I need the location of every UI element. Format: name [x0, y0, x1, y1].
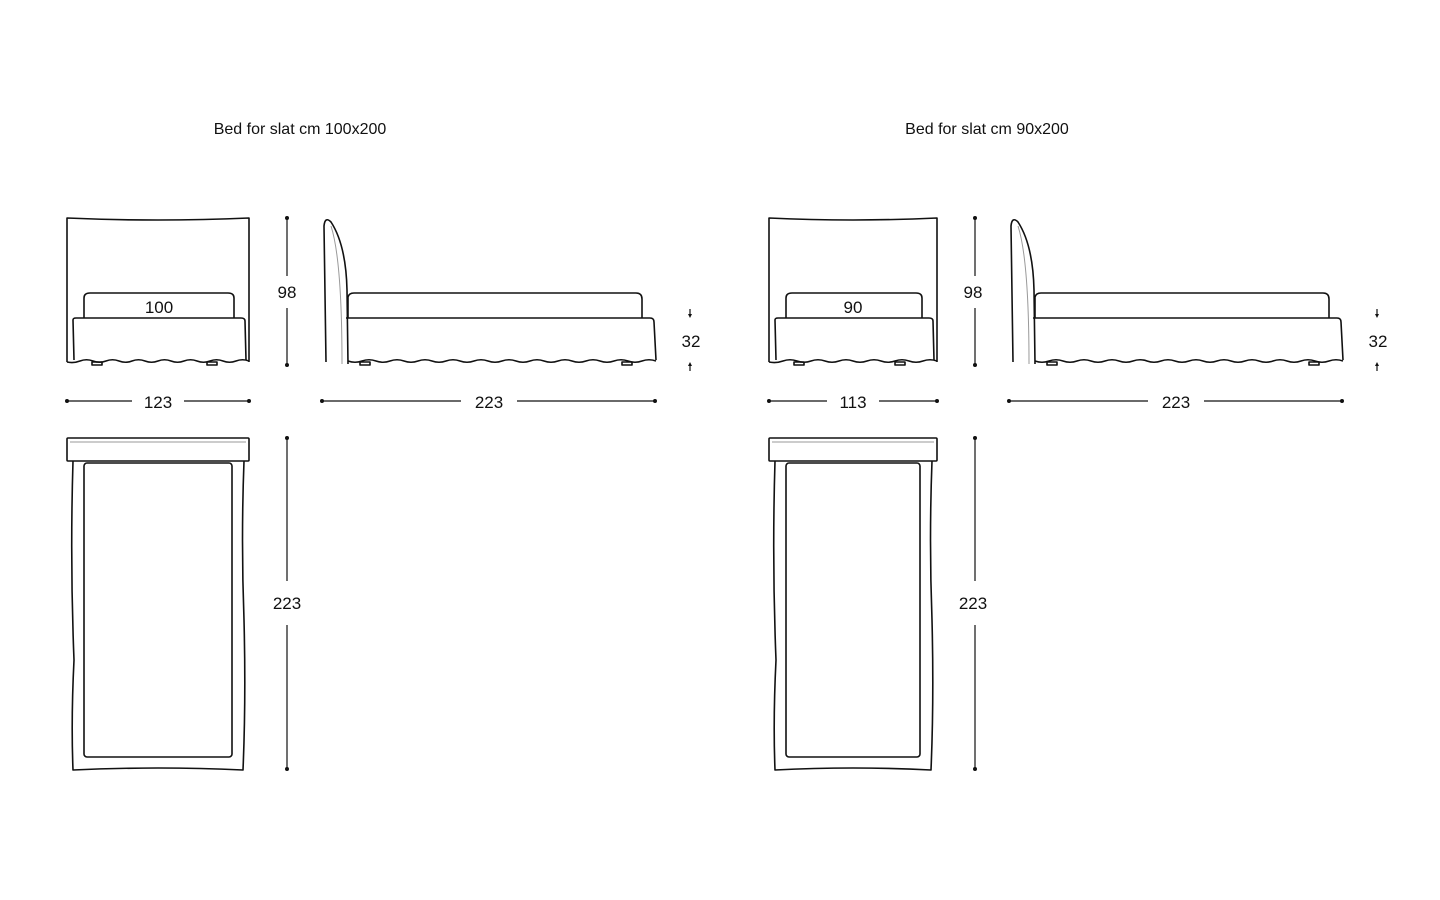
side-skirt-hem — [347, 358, 657, 364]
dimension-endpoint — [767, 399, 771, 403]
dimension-endpoint — [65, 399, 69, 403]
top-length-dimension: 223 — [959, 594, 987, 613]
side-skirt-hem — [1034, 358, 1344, 364]
height-dimension: 98 — [278, 283, 297, 302]
front-foot — [793, 361, 805, 366]
dimension-endpoint — [247, 399, 251, 403]
width-dimension: 113 — [839, 393, 866, 412]
base-height-dimension: 32 — [1369, 332, 1388, 351]
dimension-endpoint — [320, 399, 324, 403]
drawing-set-100x200: Bed for slat cm 100x200 100 123 98 223 3… — [144, 121, 701, 613]
dimension-endpoint — [285, 436, 289, 440]
top-mattress — [83, 462, 233, 758]
side-base — [346, 317, 657, 361]
side-headboard-seam — [1017, 225, 1030, 365]
front-mattress — [83, 292, 235, 318]
dimension-endpoint — [973, 436, 977, 440]
arrow-down-icon — [688, 314, 692, 318]
height-dimension: 98 — [964, 283, 983, 302]
drawing-title: Bed for slat cm 100x200 — [214, 121, 387, 138]
front-slat-label: 100 — [145, 298, 173, 317]
side-mattress — [347, 292, 643, 318]
front-foot — [91, 361, 103, 366]
dimension-endpoint — [1340, 399, 1344, 403]
arrow-up-icon — [1375, 362, 1379, 366]
front-headboard — [768, 217, 938, 362]
top-length-dimension: 223 — [273, 594, 301, 613]
front-foot — [206, 361, 218, 366]
dimension-endpoint — [973, 216, 977, 220]
side-headboard — [323, 218, 349, 365]
top-headboard — [66, 437, 250, 462]
side-headboard-seam — [330, 225, 343, 365]
front-mattress — [785, 292, 923, 318]
side-foot — [1046, 361, 1058, 366]
dimension-endpoint — [1007, 399, 1011, 403]
side-foot — [1308, 361, 1320, 366]
dimension-endpoint — [973, 767, 977, 771]
front-slat-label: 90 — [844, 298, 863, 317]
front-base — [72, 317, 247, 361]
side-headboard — [1010, 218, 1036, 365]
dimension-endpoint — [935, 399, 939, 403]
front-skirt-hem — [768, 358, 938, 364]
front-base — [774, 317, 935, 361]
side-base — [1033, 317, 1344, 361]
side-mattress — [1034, 292, 1330, 318]
front-headboard — [66, 217, 250, 362]
dimension-endpoint — [285, 216, 289, 220]
dimension-endpoint — [285, 767, 289, 771]
dimension-endpoint — [973, 363, 977, 367]
drawing-set-90x200: Bed for slat cm 90x200 90 113 98 223 32 … — [839, 121, 1387, 613]
arrow-down-icon — [1375, 314, 1379, 318]
drawing-title: Bed for slat cm 90x200 — [905, 121, 1069, 138]
width-dimension: 123 — [144, 393, 172, 412]
top-bed-outline — [70, 460, 246, 771]
side-foot — [621, 361, 633, 366]
side-foot — [359, 361, 371, 366]
base-height-dimension: 32 — [682, 332, 701, 351]
dimension-endpoint — [653, 399, 657, 403]
side-length-dimension: 223 — [475, 393, 503, 412]
arrow-up-icon — [688, 362, 692, 366]
side-length-dimension: 223 — [1162, 393, 1190, 412]
top-mattress — [785, 462, 921, 758]
front-foot — [894, 361, 906, 366]
top-bed-outline — [772, 460, 934, 771]
top-headboard — [768, 437, 938, 462]
dimension-endpoint — [285, 363, 289, 367]
